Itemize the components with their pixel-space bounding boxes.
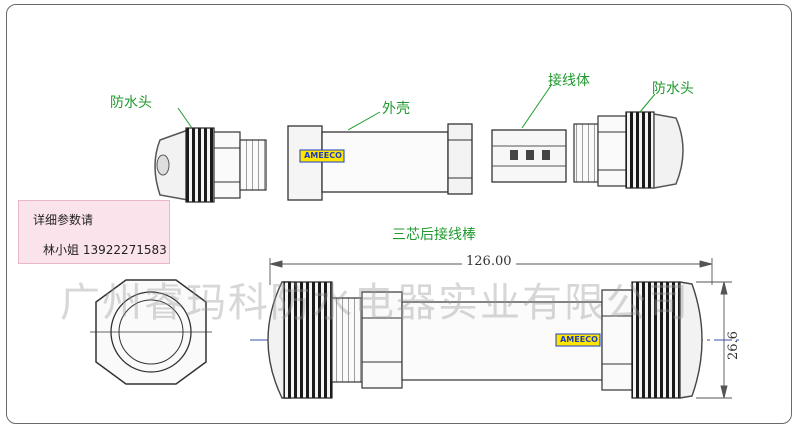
contact-box: 详细参数请 林小姐 13922271583	[18, 200, 170, 264]
diameter-dimension: 26.6	[726, 331, 741, 360]
label-waterproof-head-left: 防水头	[110, 95, 152, 111]
left-waterproof-head	[154, 127, 267, 203]
connector-body-part	[491, 129, 567, 183]
assembled-body	[401, 301, 603, 381]
shell-part	[287, 123, 473, 201]
leader-lines	[177, 83, 656, 131]
assembled-right-head	[601, 281, 703, 399]
assembled-title: 三芯后接线棒	[392, 227, 476, 243]
diameter-dimension-line	[696, 281, 732, 399]
brand-logo: AMEECO	[560, 335, 598, 344]
label-shell: 外壳	[382, 101, 410, 117]
contact-line-1: 详细参数请	[33, 213, 94, 227]
right-waterproof-head	[573, 111, 684, 189]
hex-end-view	[90, 279, 212, 385]
watermark: 广州睿玛科防水电器实业有限公司	[60, 280, 690, 326]
length-dimension: 126.00	[462, 254, 516, 269]
label-waterproof-head-right: 防水头	[652, 81, 694, 97]
assembled-left-head	[267, 281, 403, 399]
contact-line-2: 林小姐 13922271583	[43, 243, 167, 257]
brand-logo: AMEECO	[304, 151, 342, 160]
label-connector-body: 接线体	[548, 73, 590, 89]
drawing-frame	[6, 4, 792, 424]
